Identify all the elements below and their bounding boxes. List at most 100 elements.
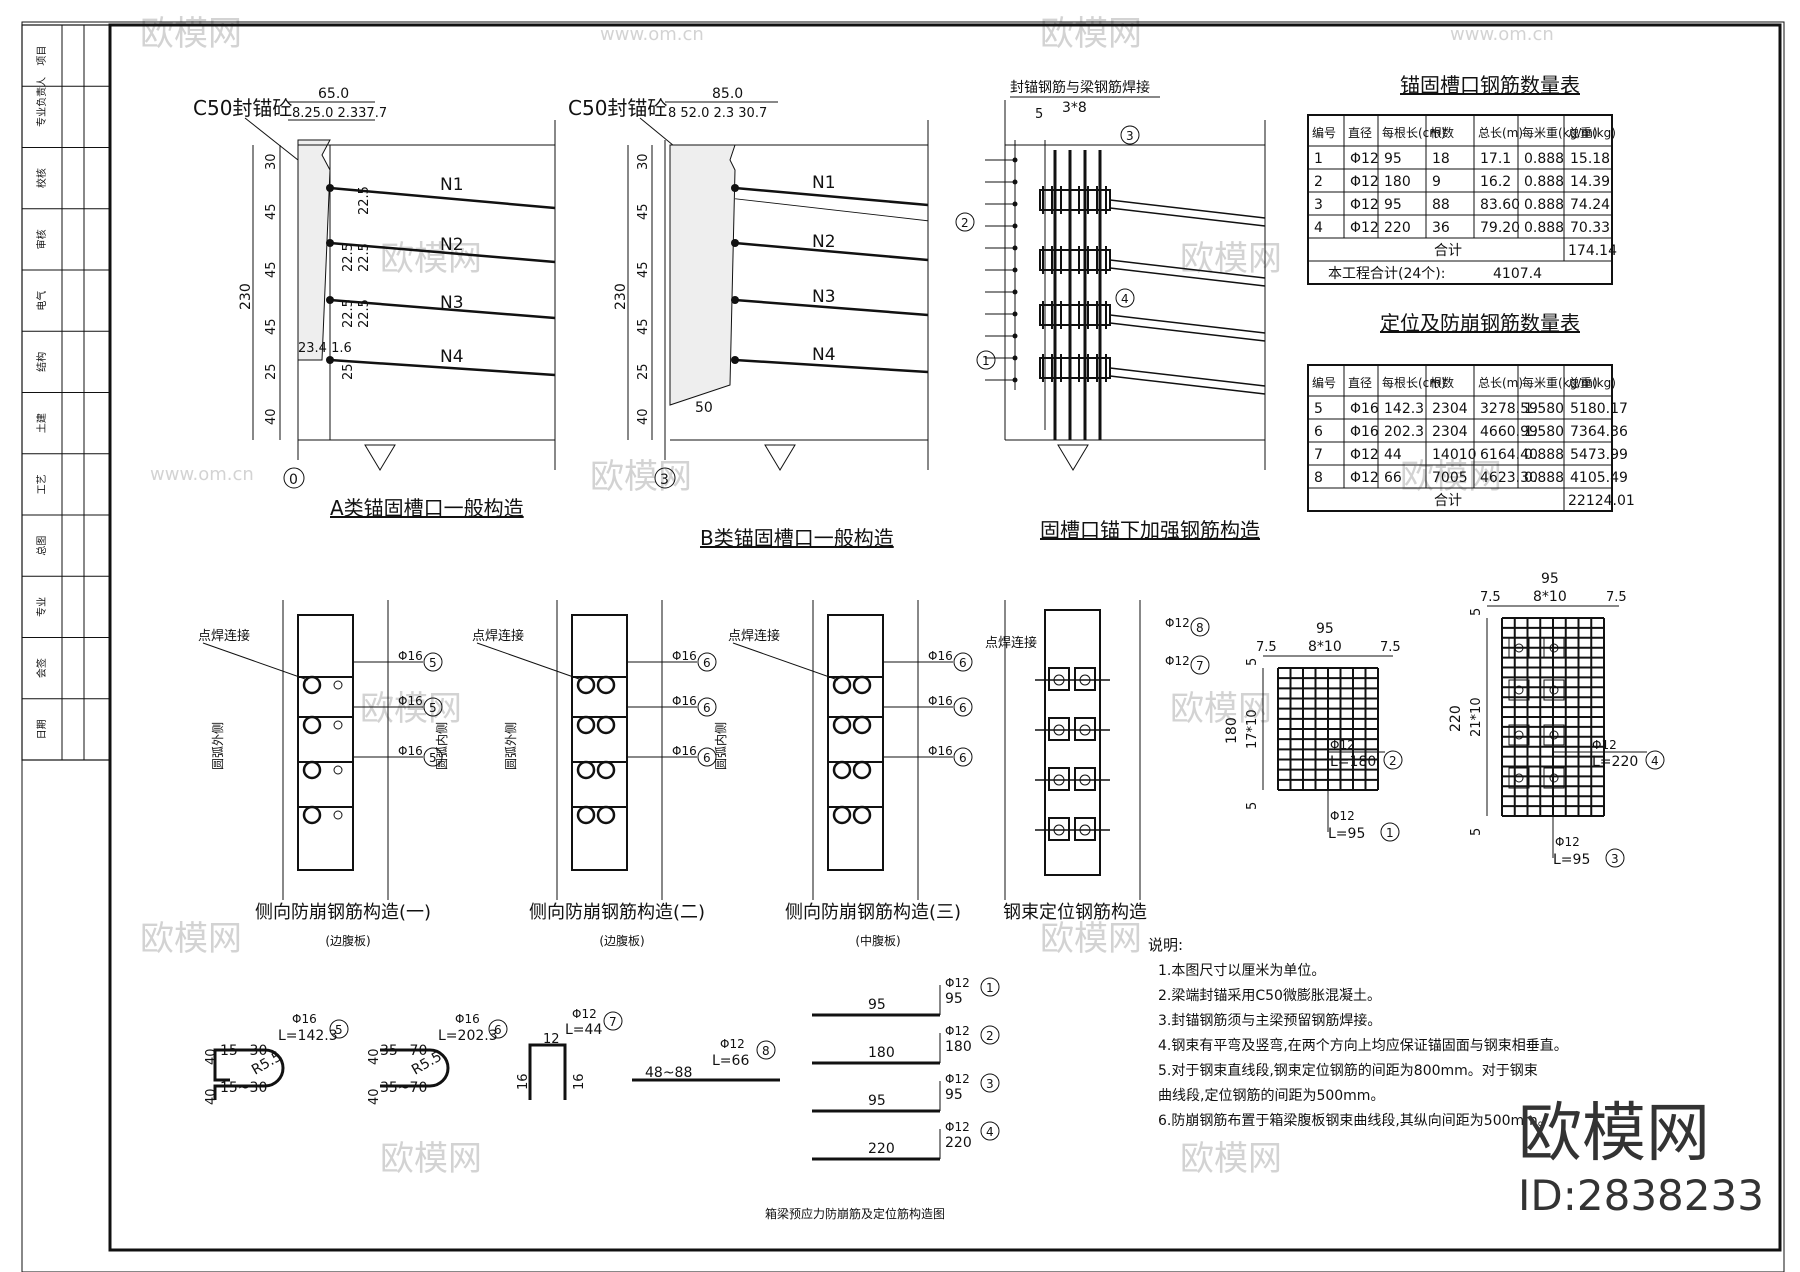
spot-weld-label: 点焊连接 — [728, 628, 780, 644]
side-title: 侧向防崩钢筋构造(二) — [529, 902, 705, 923]
side-sub: (边腹板) — [325, 934, 370, 948]
reinf-title: 固槽口锚下加强钢筋构造 — [1040, 518, 1260, 542]
mesh-div: 8*10 — [1533, 589, 1567, 605]
spot-weld-label: 点焊连接 — [985, 635, 1037, 651]
table-cell: 142.3 — [1384, 401, 1424, 417]
table-header: 每米重(kg/m) — [1522, 125, 1598, 140]
strand-label: N4 — [812, 345, 836, 365]
bar-dia: Φ16 — [398, 694, 423, 708]
dim: 22.5 — [357, 299, 372, 328]
table-header: 总重(kg) — [1568, 126, 1616, 140]
mesh-height: 220 — [1448, 705, 1464, 732]
table-cell: 36 — [1432, 220, 1450, 236]
bar-dia: Φ16 — [928, 649, 953, 663]
dim: 45 — [264, 318, 279, 335]
table-cell: 95 — [1384, 197, 1402, 213]
side-sub: (中腹板) — [855, 933, 900, 948]
dim: 25 — [264, 363, 279, 380]
sub-dimensions: 8 52.0 2.3 30.7 — [668, 106, 767, 121]
bar-bubble: 7 — [609, 1015, 617, 1029]
watermark: 欧模网 — [1040, 14, 1142, 54]
watermark: 欧模网 — [360, 689, 462, 729]
bar-bubble: 6 — [703, 751, 711, 765]
watermark: 欧模网 — [1040, 919, 1142, 959]
dim: 30 — [264, 153, 279, 170]
bar-bubble: 2 — [961, 216, 969, 230]
notes-title: 说明: — [1148, 936, 1183, 954]
bar-bubble: 4 — [986, 1125, 994, 1139]
table-header: 根数 — [1430, 375, 1454, 390]
table-header: 总长(m) — [1478, 126, 1523, 140]
table-cell: 4 — [1314, 220, 1323, 236]
title-block-cell: 工艺 — [36, 474, 48, 494]
table-cell: Φ12 — [1350, 220, 1379, 236]
table-header: 编号 — [1312, 375, 1336, 390]
title-block-cell: 土建 — [35, 413, 48, 433]
bar-length: L=202.3 — [438, 1028, 498, 1044]
bar-bubble: 3 — [1611, 852, 1619, 866]
bar-length: L=66 — [712, 1053, 749, 1069]
mesh-side: 5 — [1469, 828, 1484, 836]
b-type-anchor-section: C50封锚砼 85.0 8 52.0 2.3 30.7 N1 N2 N3 N4 … — [568, 86, 929, 550]
bar-length: 220 — [868, 1141, 895, 1157]
table-cell: 220 — [1384, 220, 1411, 236]
table-header: 总长(m) — [1478, 376, 1523, 390]
bar-bubble: 6 — [703, 656, 711, 670]
top-dimension: 65.0 — [318, 86, 349, 102]
bar-length: L=44 — [565, 1022, 602, 1038]
table-cell: 66 — [1384, 470, 1402, 486]
mesh-div: 8*10 — [1308, 639, 1342, 655]
dim: 16 — [572, 1073, 587, 1090]
seal-concrete — [669, 144, 736, 406]
bar-dia: Φ16 — [398, 649, 423, 663]
table-cell: 2304 — [1432, 424, 1468, 440]
watermark: 欧模网 — [1180, 1139, 1282, 1179]
watermark-layer: 欧模网 www.om.cn 欧模网 www.om.cn 欧模网 欧模网 欧模网 … — [140, 14, 1554, 1179]
table-header: 直径 — [1348, 376, 1372, 390]
bar-dia: Φ12 — [1592, 738, 1617, 752]
mesh-side: 5 — [1469, 608, 1484, 616]
table-2: 定位及防崩钢筋数量表 编号直径每根长(cm)根数总长(m)每米重(kg/m)总重… — [1307, 311, 1635, 512]
table-cell: 1.580 — [1524, 401, 1564, 417]
table-cell: 9 — [1432, 174, 1441, 190]
bar-bubble: 7 — [1196, 659, 1204, 673]
concrete-label: C50封锚砼 — [568, 96, 667, 120]
table-header: 根数 — [1430, 125, 1454, 140]
watermark: 欧模网 — [140, 919, 242, 959]
table-cell: 1.580 — [1524, 424, 1564, 440]
bar-dia: Φ16 — [672, 649, 697, 663]
title-block-cell: 校核 — [35, 168, 48, 188]
dim: 25 — [636, 363, 651, 380]
bar-length: L=180 — [1330, 754, 1376, 770]
spot-weld-label: 点焊连接 — [472, 628, 524, 644]
note: 5.对于钢束直线段,钢束定位钢筋的间距为800mm。对于钢束 — [1158, 1062, 1538, 1079]
watermark: 欧模网 — [1400, 457, 1502, 497]
watermark: 欧模网 — [590, 457, 692, 497]
top-dimension: 85.0 — [712, 86, 743, 102]
table-cell: 16.2 — [1480, 174, 1511, 190]
spot-weld-label: 点焊连接 — [198, 628, 250, 644]
table-cell: 180 — [1384, 174, 1411, 190]
bar-dia: Φ16 — [292, 1012, 317, 1026]
side-title: 钢束定位钢筋构造 — [1003, 902, 1147, 923]
watermark: 欧模网 — [380, 1139, 482, 1179]
mesh-edge: 7.5 — [1480, 590, 1501, 605]
dim: 40 — [204, 1088, 219, 1105]
dim: 45 — [264, 203, 279, 220]
watermark-site: www.om.cn — [1450, 24, 1554, 45]
notes: 说明: 1.本图尺寸以厘米为单位。 2.梁端封锚采用C50微膨胀混凝土。 3.封… — [1148, 936, 1568, 1129]
mesh-edge: 7.5 — [1256, 640, 1277, 655]
table-cell: 7005 — [1432, 470, 1468, 486]
table-1-title: 锚固槽口钢筋数量表 — [1400, 73, 1580, 97]
table-cell: Φ16 — [1350, 401, 1379, 417]
bar-length: L=95 — [1328, 826, 1365, 842]
mesh-edge: 7.5 — [1380, 640, 1401, 655]
bar-bubble: 6 — [959, 701, 967, 715]
bar-value: 95 — [945, 991, 963, 1007]
table-cell: 3 — [1314, 197, 1323, 213]
watermark: 欧模网 — [380, 239, 482, 279]
dim: 22.5 — [357, 186, 372, 215]
side-sub: (边腹板) — [599, 934, 644, 948]
title-block-cell: 结构 — [35, 352, 48, 372]
bar-shapes: 40 40 15~30 15~30 R5.5 Φ16 L=142.3 5 40 … — [204, 976, 1000, 1161]
